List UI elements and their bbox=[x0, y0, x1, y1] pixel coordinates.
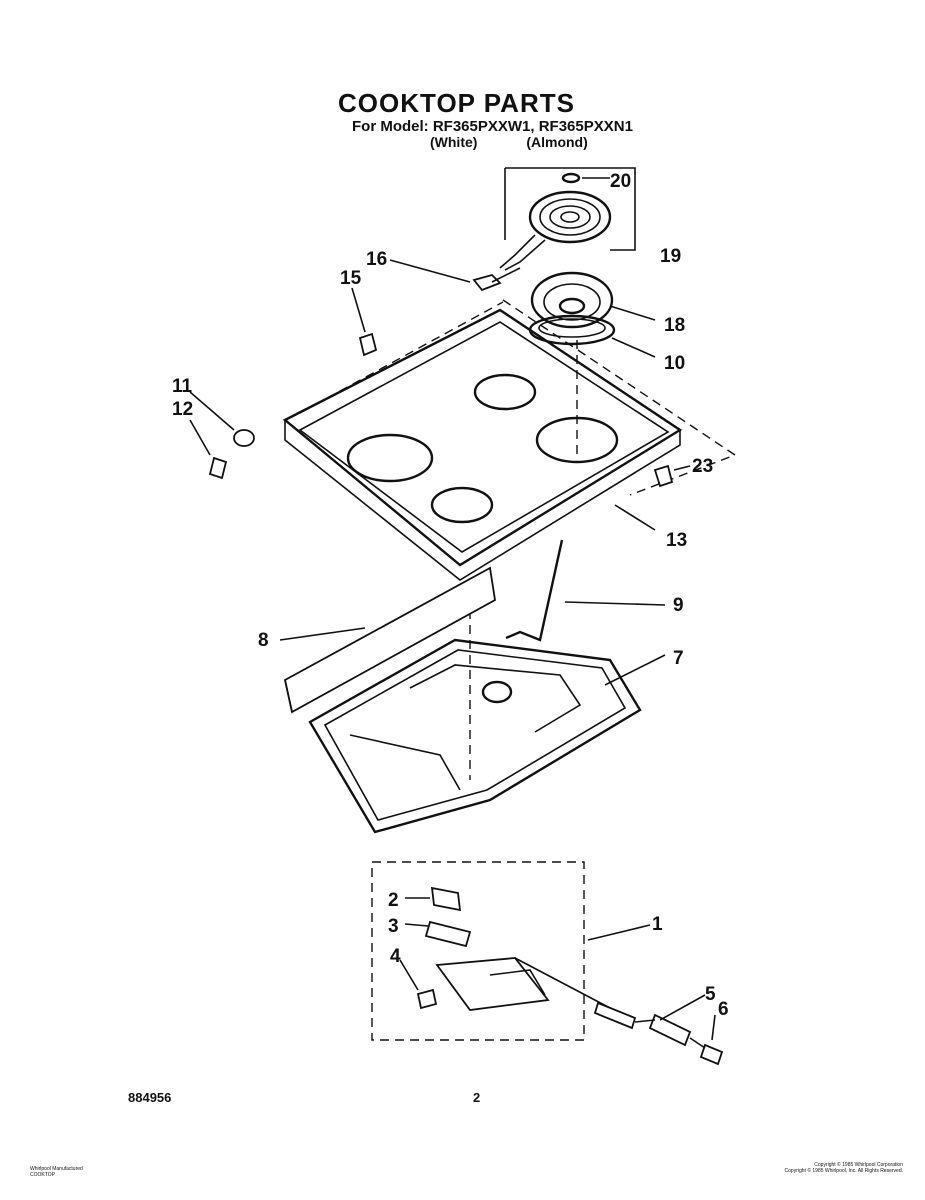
callout-11: 11 bbox=[172, 376, 193, 397]
model-line: For Model: RF365PXXW1, RF365PXXN1 bbox=[352, 118, 633, 135]
color-white: (White) bbox=[430, 134, 478, 150]
callout-13: 13 bbox=[666, 530, 687, 551]
page-number: 2 bbox=[473, 1090, 481, 1105]
clip-15 bbox=[351, 287, 378, 357]
knob-11-12 bbox=[189, 391, 255, 480]
element-19-group bbox=[499, 167, 636, 271]
footer-left-line2: COOKTOP bbox=[30, 1172, 55, 1178]
callout-labels: 20 19 16 15 18 10 11 12 23 13 9 8 7 1 2 … bbox=[172, 171, 729, 1020]
footer-left: Whirlpool Manufactured COOKTOP bbox=[30, 1166, 83, 1178]
callout-6: 6 bbox=[718, 999, 729, 1020]
callout-2: 2 bbox=[388, 890, 399, 911]
callout-15: 15 bbox=[340, 268, 362, 289]
callout-8: 8 bbox=[258, 630, 269, 651]
color-line: (White) (Almond) bbox=[430, 134, 588, 150]
footer-right: Copyright © 1985 Whirlpool Corporation C… bbox=[785, 1162, 903, 1174]
callout-20: 20 bbox=[610, 171, 631, 192]
switch-assembly-1 bbox=[371, 861, 651, 1041]
callout-19: 19 bbox=[660, 246, 681, 267]
terminal-block-16 bbox=[389, 259, 521, 292]
callout-5: 5 bbox=[705, 984, 716, 1005]
document-number: 884956 bbox=[128, 1090, 172, 1105]
cooktop-13 bbox=[282, 299, 737, 581]
rod-9 bbox=[505, 539, 666, 642]
callout-1: 1 bbox=[652, 914, 663, 935]
color-almond: (Almond) bbox=[526, 134, 588, 150]
callout-16: 16 bbox=[366, 249, 387, 270]
footer-right-line2: Copyright © 1985 Whirlpool, Inc. All Rig… bbox=[784, 1168, 903, 1174]
callout-10: 10 bbox=[664, 353, 685, 374]
callout-3: 3 bbox=[388, 916, 399, 937]
footer-right-line1: Copyright © 1985 Whirlpool Corporation bbox=[814, 1162, 903, 1168]
callout-12: 12 bbox=[172, 399, 193, 420]
footer-left-line1: Whirlpool Manufactured bbox=[30, 1166, 83, 1172]
callout-4: 4 bbox=[390, 946, 401, 967]
callout-9: 9 bbox=[673, 595, 684, 616]
page-title: COOKTOP PARTS bbox=[338, 88, 575, 118]
callout-18: 18 bbox=[664, 315, 685, 336]
burner-box-7 bbox=[308, 638, 666, 834]
front-rail-8 bbox=[279, 566, 496, 714]
callout-7: 7 bbox=[673, 648, 684, 669]
clip-23 bbox=[653, 464, 691, 488]
callout-23: 23 bbox=[692, 456, 713, 477]
drip-bowl-group bbox=[528, 271, 656, 358]
cord-5-6 bbox=[593, 994, 724, 1066]
